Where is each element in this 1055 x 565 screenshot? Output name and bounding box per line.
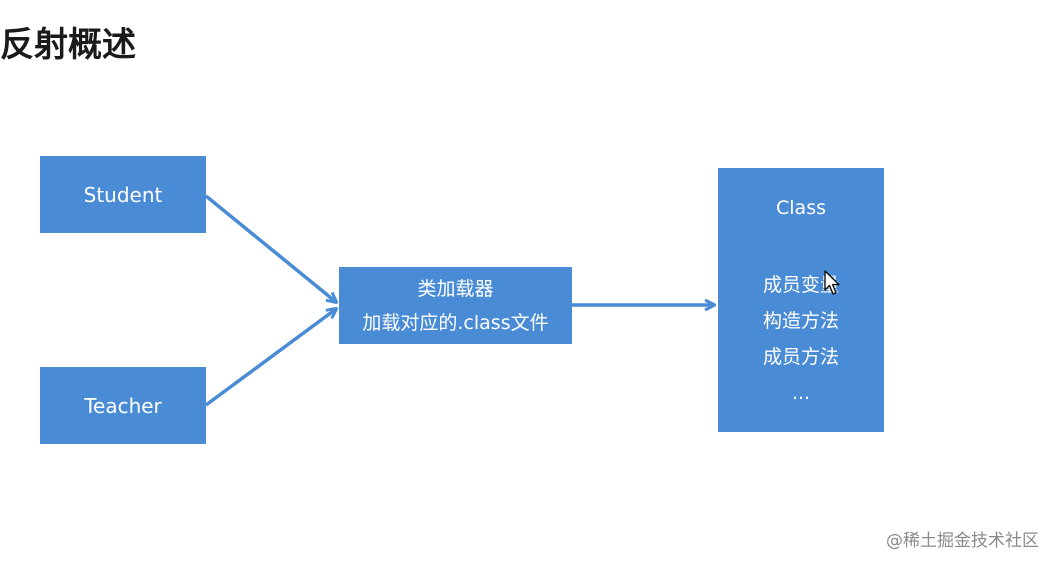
class-object-box: Class 成员变量 构造方法 成员方法 ... <box>718 168 884 432</box>
mouse-pointer-icon <box>824 270 840 295</box>
class-member-methods: 成员方法 <box>762 346 839 368</box>
watermark: @稀土掘金技术社区 <box>886 531 1039 551</box>
class-loader-title: 类加载器 <box>417 277 494 300</box>
class-member-fields: 成员变量 <box>762 274 839 296</box>
page-title: 反射概述 <box>0 25 136 65</box>
student-label: Student <box>83 182 163 207</box>
arrow-teacher-to-loader <box>204 309 336 407</box>
class-loader-description: 加载对应的.class文件 <box>362 311 549 334</box>
class-member-ellipsis: ... <box>791 382 811 404</box>
class-member-constructors: 构造方法 <box>762 310 839 332</box>
teacher-label: Teacher <box>84 393 162 418</box>
student-box: Student <box>40 156 206 233</box>
teacher-box: Teacher <box>40 367 206 444</box>
class-title: Class <box>776 197 826 219</box>
class-members-list: 成员变量 构造方法 成员方法 ... <box>718 270 884 414</box>
arrow-student-to-loader <box>204 194 336 302</box>
class-loader-box: 类加载器 加载对应的.class文件 <box>339 267 572 344</box>
